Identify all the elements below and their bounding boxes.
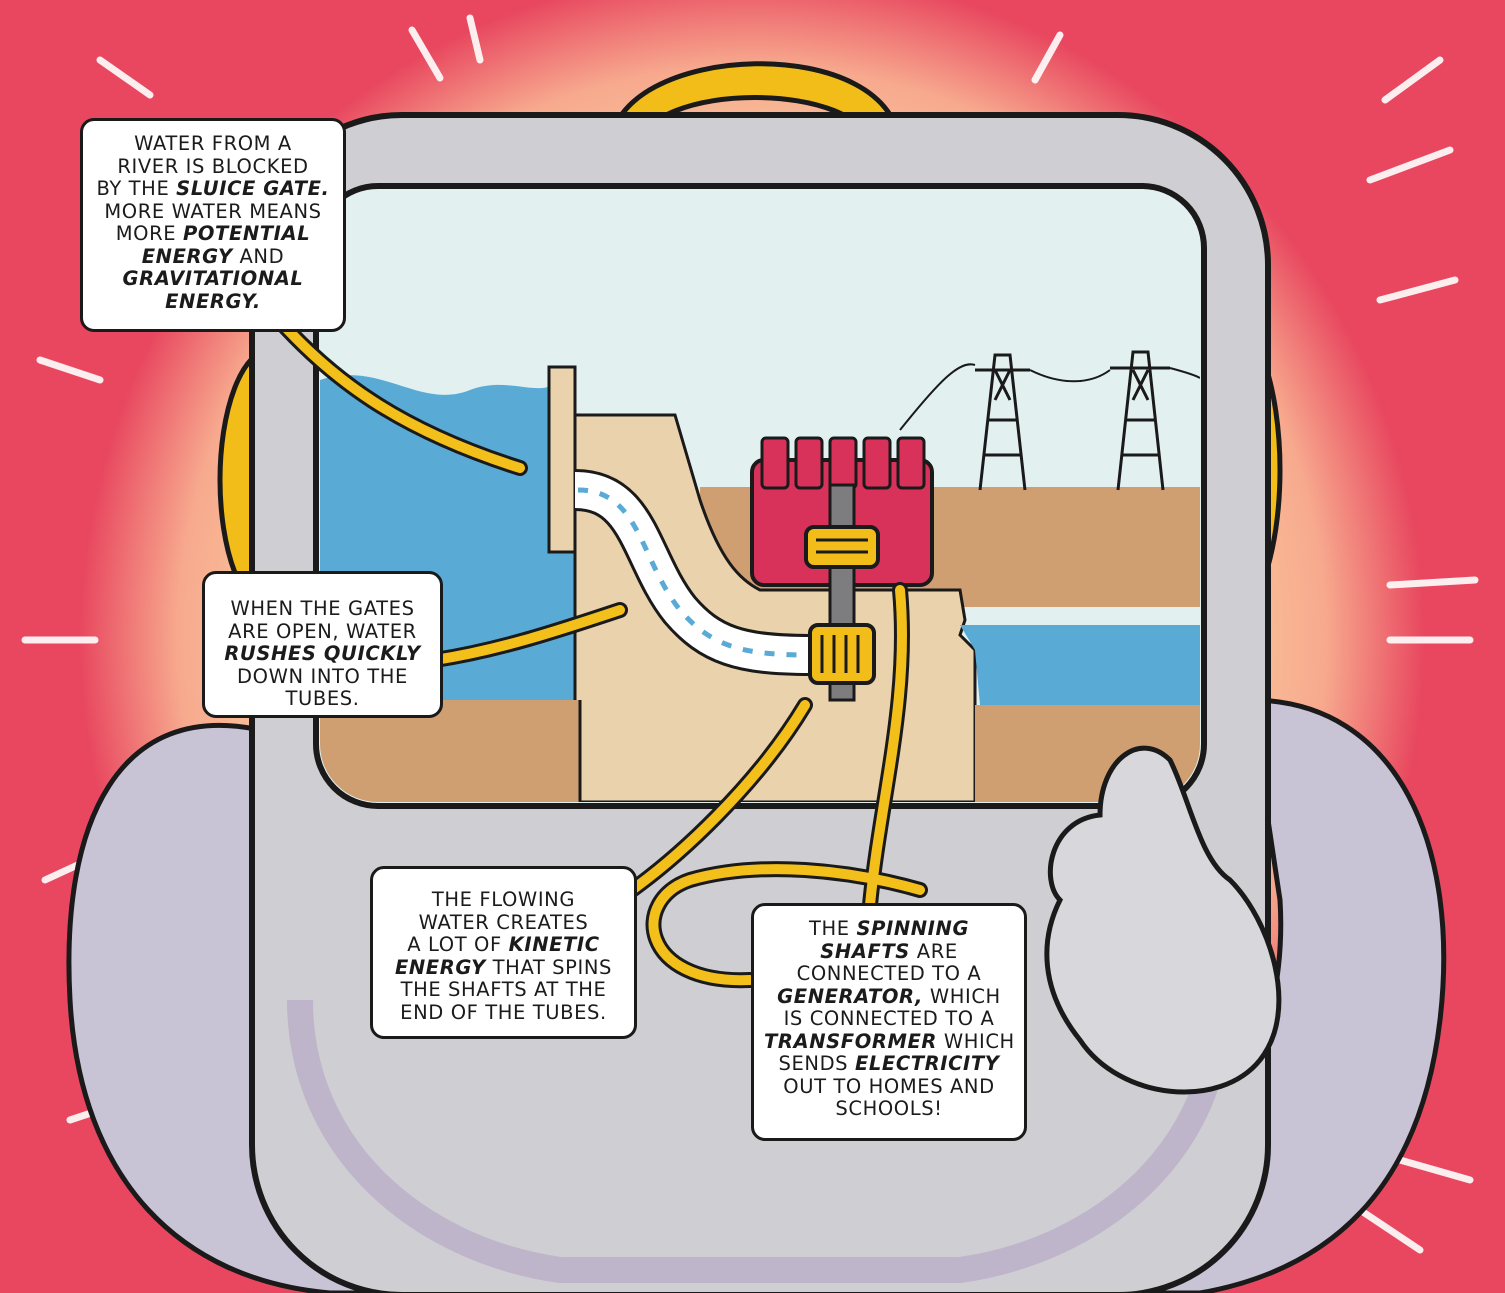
caption-line: is connected to a [764,1007,1014,1031]
emphasized-term: transformer [764,1029,938,1053]
caption-text: More water means [104,199,322,223]
caption-line: a lot of kinetic [383,933,624,957]
caption-line: by the sluice gate. [93,177,333,201]
caption-text: connected to a [796,962,982,985]
caption-line: shafts are [764,939,1014,964]
emphasized-term: kinetic [508,933,600,956]
caption-line: out to homes and [764,1074,1014,1099]
caption-line: more potential [93,222,333,246]
caption-text: more [115,222,183,245]
emphasized-term: energy [141,244,233,268]
caption-line: rushes quickly [215,642,430,666]
caption-text: down into the [237,664,408,688]
caption-line: transformer which [764,1029,1015,1054]
caption-text: When the gates [230,597,415,620]
caption-text: the shafts at the [400,978,607,1001]
caption-text: which [923,984,1001,1008]
emphasized-term: potential [182,222,311,245]
emphasized-term: sluice gate. [176,177,330,200]
caption-text: The [808,917,857,940]
gates-open-caption: When the gatesare open, waterrushes quic… [202,571,443,718]
power-pylons [899,350,1200,491]
emphasized-term: shafts [820,939,910,963]
caption-text: sends [778,1052,855,1075]
emphasized-term: energy. [165,289,261,313]
caption-line: are open, water [215,619,430,644]
caption-line: energy. [93,289,333,314]
caption-text: out to homes and [783,1074,995,1098]
caption-line: the shafts at the [383,978,624,1002]
caption-text: Water from a [134,132,292,155]
caption-text: that spins [485,955,613,979]
caption-line: generator, which [764,984,1014,1009]
sluice-gate-caption: Water from ariver is blockedby the sluic… [80,118,346,332]
caption-text: by the [96,177,177,200]
outflow-water [960,625,1200,705]
caption-text: tubes. [285,687,360,710]
caption-text: water creates [418,910,589,934]
caption-text: and [232,244,285,268]
upper-coupling [804,525,880,569]
caption-line: tubes. [215,687,430,711]
dam-scene [320,190,1200,802]
kinetic-energy-caption: The flowingwater createsa lot of kinetic… [370,866,637,1039]
caption-text: a lot of [407,933,509,956]
caption-line: More water means [93,199,333,224]
sluice-gate [547,365,577,554]
caption-line: energy and [93,244,333,269]
caption-line: sends electricity [764,1052,1014,1076]
caption-line: When the gates [215,597,430,621]
dam-body [573,413,977,802]
emphasized-term: spinning [856,917,970,940]
caption-line: water creates [383,910,624,935]
explanation-arrows-fill [265,305,925,986]
caption-text: are [909,939,958,963]
emphasized-term: gravitational [122,267,304,290]
caption-text: schools! [835,1097,943,1120]
caption-line: gravitational [93,267,333,291]
generator-coils [760,436,926,490]
generator-caption: The spinningshafts areconnected to agene… [751,903,1027,1141]
caption-line: connected to a [764,962,1014,986]
caption-line: The flowing [383,888,624,912]
caption-text: river is blocked [117,154,309,178]
caption-line: schools! [764,1097,1014,1121]
emphasized-term: electricity [854,1052,1000,1075]
emphasized-term: rushes quickly [224,642,421,665]
caption-line: end of the tubes. [383,1000,624,1025]
caption-line: river is blocked [93,154,333,179]
caption-line: The spinning [764,917,1014,941]
emphasized-term: generator, [777,984,924,1008]
caption-line: down into the [215,664,430,689]
caption-text: are open, water [228,619,417,643]
caption-text: is connected to a [783,1007,995,1030]
turbine [808,623,876,685]
caption-text: The flowing [431,888,576,911]
emphasized-term: energy [394,955,486,979]
caption-text: which [937,1029,1015,1053]
caption-text: end of the tubes. [400,1000,607,1024]
caption-line: Water from a [93,132,333,156]
caption-line: energy that spins [383,955,624,980]
pointing-hand [1044,745,1282,1095]
